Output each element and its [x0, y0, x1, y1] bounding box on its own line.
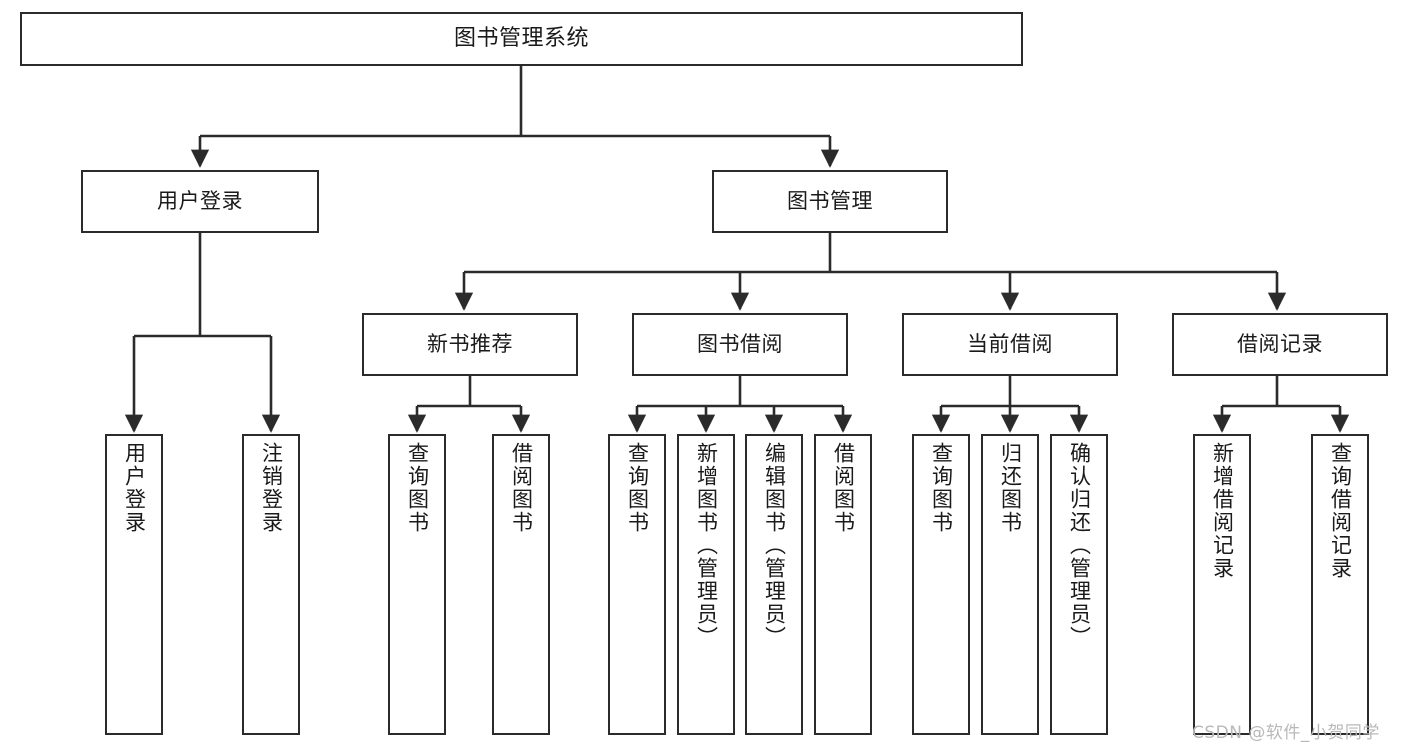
node-label: 图书管理系统: [453, 26, 589, 52]
node-new-book-recommend[interactable]: 新书推荐: [362, 313, 578, 376]
leaf-new-book-recommend-1[interactable]: 借阅图书: [492, 434, 550, 735]
leaf-borrow-record-1[interactable]: 查询借阅记录: [1311, 434, 1369, 735]
node-label: 借阅记录: [1237, 332, 1323, 357]
node-label: 当前借阅: [967, 332, 1053, 357]
node-label: 查询图书: [625, 442, 650, 534]
leaf-current-borrow-0[interactable]: 查询图书: [912, 434, 970, 735]
node-label: 确认归还（管理员）: [1067, 442, 1092, 649]
node-book-management[interactable]: 图书管理: [712, 170, 948, 233]
leaf-book-borrow-2[interactable]: 编辑图书（管理员）: [745, 434, 803, 735]
leaf-current-borrow-1[interactable]: 归还图书: [981, 434, 1039, 735]
node-label: 新增借阅记录: [1210, 442, 1235, 580]
node-borrow-record[interactable]: 借阅记录: [1172, 313, 1388, 376]
csdn-watermark: CSDN @软件_小贺同学: [1192, 723, 1380, 743]
node-label: 借阅图书: [831, 442, 856, 534]
node-label: 借阅图书: [509, 442, 534, 534]
node-label: 用户登录: [157, 189, 243, 214]
leaf-current-borrow-2[interactable]: 确认归还（管理员）: [1050, 434, 1108, 735]
leaf-book-borrow-3[interactable]: 借阅图书: [814, 434, 872, 735]
leaf-book-borrow-0[interactable]: 查询图书: [608, 434, 666, 735]
node-label: 新书推荐: [427, 332, 513, 357]
leaf-user-login-1[interactable]: 注销登录: [242, 434, 300, 735]
node-book-borrow[interactable]: 图书借阅: [632, 313, 848, 376]
node-label: 查询图书: [405, 442, 430, 534]
node-label: 用户登录: [122, 442, 147, 534]
leaf-book-borrow-1[interactable]: 新增图书（管理员）: [677, 434, 735, 735]
node-label: 图书管理: [787, 189, 873, 214]
node-label: 图书借阅: [697, 332, 783, 357]
leaf-user-login-0[interactable]: 用户登录: [105, 434, 163, 735]
leaf-new-book-recommend-0[interactable]: 查询图书: [388, 434, 446, 735]
node-root-book-management-system[interactable]: 图书管理系统: [20, 12, 1023, 66]
node-label: 编辑图书（管理员）: [762, 442, 787, 649]
node-label: 归还图书: [998, 442, 1023, 534]
node-current-borrow[interactable]: 当前借阅: [902, 313, 1118, 376]
node-label: 查询借阅记录: [1328, 442, 1353, 580]
node-user-login[interactable]: 用户登录: [81, 170, 319, 233]
node-label: 新增图书（管理员）: [694, 442, 719, 649]
leaf-borrow-record-0[interactable]: 新增借阅记录: [1193, 434, 1251, 735]
node-label: 查询图书: [929, 442, 954, 534]
node-label: 注销登录: [259, 442, 284, 534]
